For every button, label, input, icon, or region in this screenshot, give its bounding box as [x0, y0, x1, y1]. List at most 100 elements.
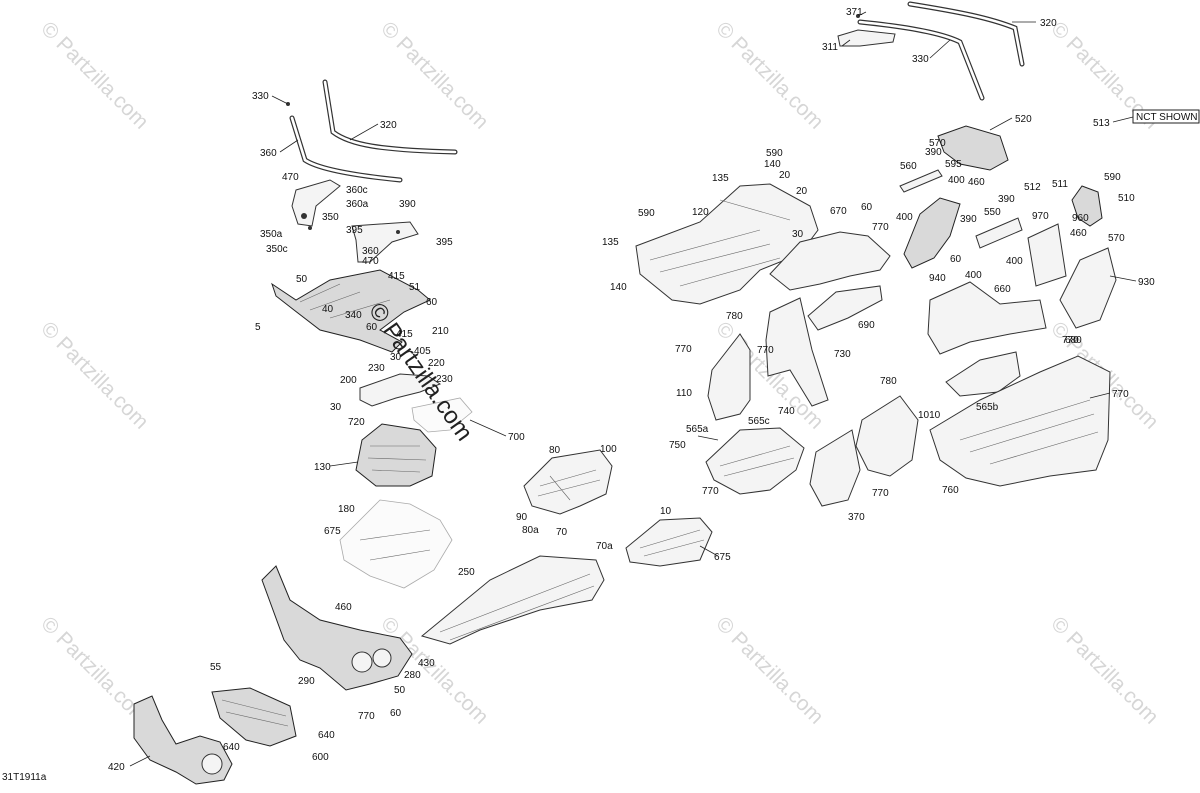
- callout: 350c: [266, 244, 288, 255]
- callout: 100: [600, 444, 617, 455]
- callout: 360a: [346, 199, 369, 210]
- callout: 680: [1065, 335, 1082, 346]
- callout: 290: [298, 676, 315, 687]
- callout: 770: [675, 344, 692, 355]
- callout: 360c: [346, 185, 368, 196]
- callout: 565a: [686, 424, 709, 435]
- callout: 360: [260, 148, 277, 159]
- callout: 180: [338, 504, 355, 515]
- callout: 470: [362, 256, 379, 267]
- callout: 770: [872, 222, 889, 233]
- front-panel: [261, 565, 413, 691]
- callout: 30: [390, 352, 402, 363]
- callout: 770: [358, 711, 375, 722]
- callout: 511: [1052, 179, 1068, 190]
- box-510: [1071, 185, 1103, 227]
- callout: 390: [998, 194, 1015, 205]
- callout: 400: [948, 175, 965, 186]
- tray-1010: [705, 427, 805, 495]
- callout: 70a: [596, 541, 613, 552]
- callout: 560: [900, 161, 917, 172]
- console-80: [523, 449, 613, 515]
- callout: 600: [312, 752, 329, 763]
- panel-740: [707, 333, 751, 421]
- callout: 565b: [976, 402, 999, 413]
- panel-660: [927, 281, 1047, 355]
- bumper-600: [133, 695, 233, 785]
- callout: 80a: [522, 525, 539, 536]
- callout: 660: [994, 284, 1011, 295]
- callout: 60: [426, 297, 438, 308]
- fender-930: [1059, 247, 1117, 329]
- callout: 390: [399, 199, 416, 210]
- callout: 70: [556, 527, 568, 538]
- callout: 140: [610, 282, 627, 293]
- callout: 30: [792, 229, 804, 240]
- callout: 675: [324, 526, 341, 537]
- callout: 675: [714, 552, 731, 563]
- callout: 415: [388, 271, 405, 282]
- callout: 400: [965, 270, 982, 281]
- not-shown-box: NCT SHOWN 513: [1093, 109, 1200, 129]
- callout: 395: [346, 225, 363, 236]
- callout: 50: [394, 685, 406, 696]
- callout: 60: [950, 254, 962, 265]
- callout: 400: [896, 212, 913, 223]
- watermark: © Partzilla.com: [376, 17, 492, 133]
- callout: 930: [1138, 277, 1155, 288]
- callout: 700: [508, 432, 525, 443]
- callout: 690: [858, 320, 875, 331]
- callout: 30: [330, 402, 342, 413]
- callout: 590: [1104, 172, 1121, 183]
- panel-760: [809, 429, 861, 507]
- callout: 960: [1072, 213, 1089, 224]
- callout: 370: [848, 512, 865, 523]
- callout: 40: [322, 304, 334, 315]
- callout: 120: [692, 207, 709, 218]
- callout: 340: [345, 310, 362, 321]
- callout: 140: [764, 159, 781, 170]
- callout: 460: [335, 602, 352, 613]
- callout: 80: [549, 445, 561, 456]
- callout: 770: [757, 345, 774, 356]
- callout: 550: [984, 207, 1001, 218]
- ghost-part-675: [339, 499, 453, 589]
- callout: 750: [669, 440, 686, 451]
- floor-70: [625, 517, 713, 567]
- callout: 60: [861, 202, 873, 213]
- callout: 210: [432, 326, 449, 337]
- grille-280: [211, 687, 297, 747]
- callout: 51: [409, 282, 421, 293]
- not-shown-label: NCT SHOWN: [1136, 112, 1197, 123]
- callout: 60: [366, 322, 378, 333]
- watermark: © Partzilla.com: [36, 317, 152, 433]
- callout: 640: [223, 742, 240, 753]
- callout: 20: [779, 170, 791, 181]
- callout: 390: [960, 214, 977, 225]
- panel-750: [855, 395, 919, 477]
- callout: 55: [210, 662, 222, 673]
- callout: 760: [942, 485, 959, 496]
- callout: 512: [1024, 182, 1041, 193]
- callout: 780: [880, 376, 897, 387]
- callout: 770: [702, 486, 719, 497]
- ghost-part-720: [411, 397, 473, 433]
- callout: 970: [1032, 211, 1049, 222]
- diagram-ref-code: 31T1911a: [2, 772, 47, 783]
- handle-bracket: [359, 373, 442, 407]
- callout: 940: [929, 273, 946, 284]
- rear-box-520: [937, 125, 1009, 171]
- callout: 415: [396, 329, 413, 340]
- callout: 110: [676, 388, 692, 399]
- callout: 200: [340, 375, 357, 386]
- callout: 590: [766, 148, 783, 159]
- callout: 470: [282, 172, 299, 183]
- callout: 330: [912, 54, 929, 65]
- callout: 350a: [260, 229, 283, 240]
- callout: 595: [945, 159, 962, 170]
- callout: 20: [796, 186, 808, 197]
- callout: 350: [322, 212, 339, 223]
- part-number-513: 513: [1093, 118, 1110, 129]
- watermark: © Partzilla.com: [1046, 612, 1162, 728]
